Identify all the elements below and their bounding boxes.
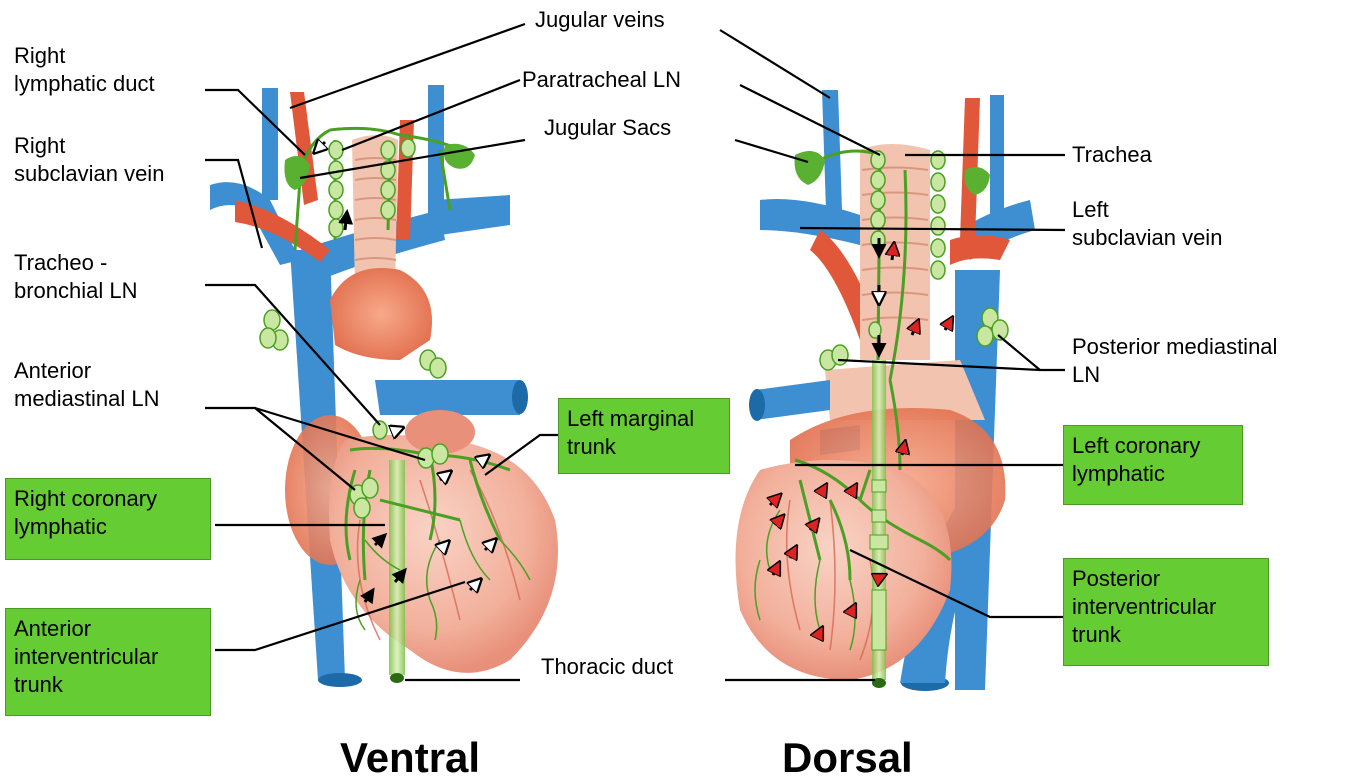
label-right-subclavian-vein: Right subclavian vein bbox=[14, 132, 164, 188]
title-ventral: Ventral bbox=[340, 734, 480, 782]
box-anterior-interventricular-trunk: Anterior interventricular trunk bbox=[5, 608, 211, 716]
pulmonary-artery-ventral bbox=[375, 380, 520, 415]
label-left-subclavian-vein: Left subclavian vein bbox=[1072, 196, 1222, 252]
box-left-coronary-lymphatic: Left coronary lymphatic bbox=[1063, 425, 1243, 505]
dorsal-view bbox=[736, 90, 1036, 691]
right-jugular-vein bbox=[262, 88, 278, 200]
label-tracheobronchial-ln: Tracheo - bronchial LN bbox=[14, 249, 138, 305]
box-right-coronary-lymphatic: Right coronary lymphatic bbox=[5, 478, 211, 560]
label-right-lymphatic-duct: Right lymphatic duct bbox=[14, 42, 155, 98]
label-paratracheal-ln: Paratracheal LN bbox=[522, 66, 681, 94]
title-dorsal: Dorsal bbox=[782, 734, 913, 782]
box-posterior-interventricular-trunk: Posterior interventricular trunk bbox=[1063, 558, 1269, 666]
label-thoracic-duct: Thoracic duct bbox=[541, 653, 673, 681]
label-posterior-mediastinal-ln: Posterior mediastinal LN bbox=[1072, 333, 1277, 389]
label-trachea: Trachea bbox=[1072, 141, 1152, 169]
label-jugular-sacs: Jugular Sacs bbox=[544, 114, 671, 142]
ventral-view bbox=[210, 85, 558, 687]
aortic-arch-ventral bbox=[330, 268, 432, 360]
box-left-marginal-trunk: Left marginal trunk bbox=[558, 398, 730, 474]
label-jugular-veins: Jugular veins bbox=[535, 6, 665, 34]
label-anterior-mediastinal-ln: Anterior mediastinal LN bbox=[14, 357, 160, 413]
